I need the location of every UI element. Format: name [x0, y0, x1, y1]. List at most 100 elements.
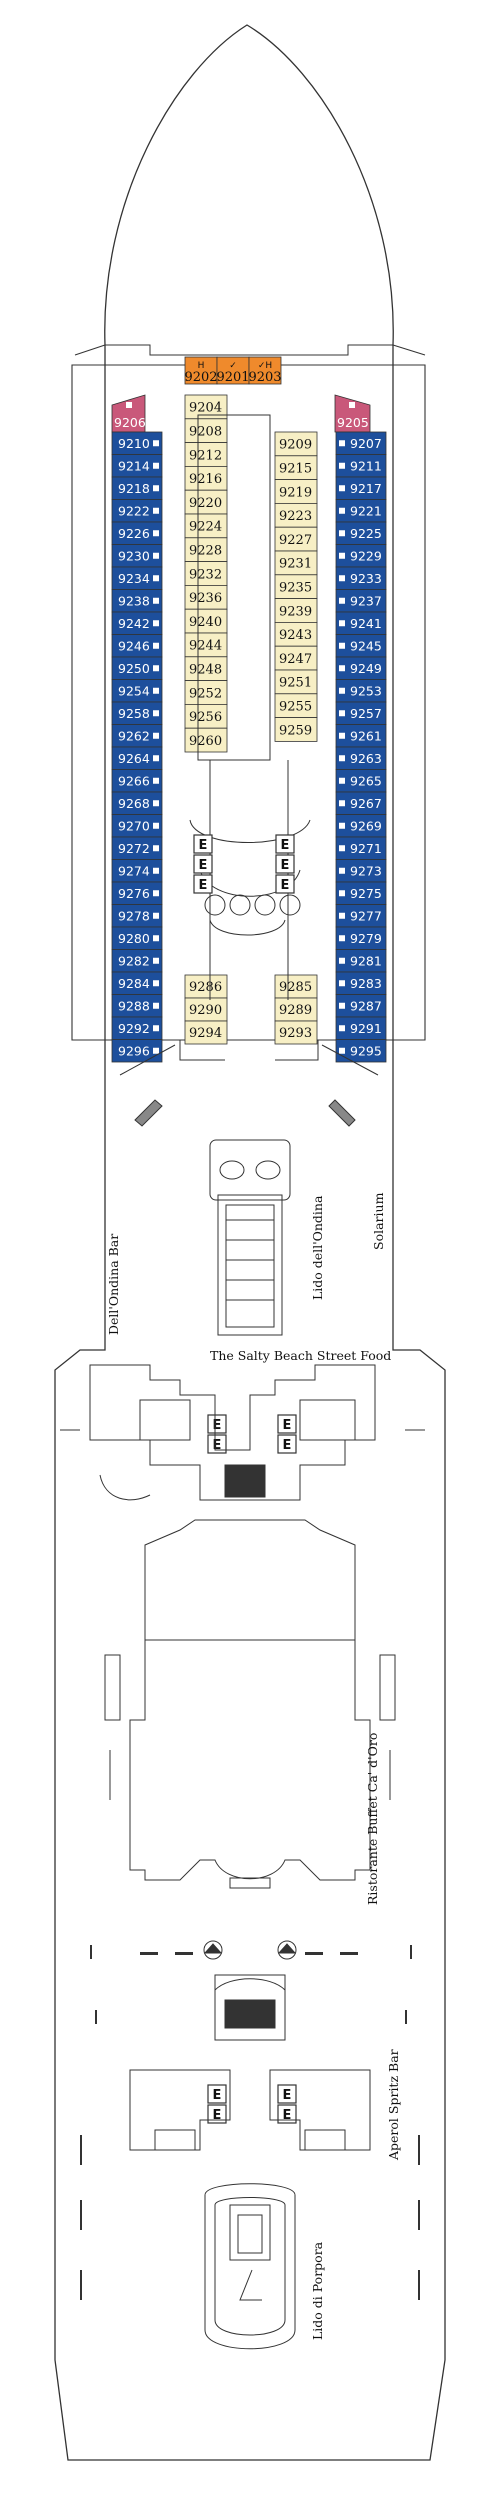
- cabin-9253[interactable]: 9253: [335, 679, 387, 703]
- cabin-9229[interactable]: 9229: [335, 544, 387, 568]
- cabin-9227[interactable]: 9227: [274, 526, 318, 552]
- cabin-9271[interactable]: 9271: [335, 836, 387, 860]
- cabin-9225[interactable]: 9225: [335, 521, 387, 545]
- cabin-9243[interactable]: 9243: [274, 622, 318, 647]
- cabin-9251[interactable]: 9251: [274, 669, 318, 695]
- cabin-9280[interactable]: 9280: [111, 926, 163, 950]
- cabin-9263[interactable]: 9263: [335, 746, 387, 770]
- cabin-9272[interactable]: 9272: [111, 836, 163, 860]
- cabin-9290[interactable]: 9290: [184, 997, 228, 1022]
- cabin-9256[interactable]: 9256: [184, 704, 228, 729]
- cabin-9257[interactable]: 9257: [335, 701, 387, 725]
- cabin-number: 9265: [350, 773, 382, 788]
- cabin-9286[interactable]: 9286: [184, 974, 228, 999]
- cabin-9293[interactable]: 9293: [274, 1020, 318, 1045]
- cabin-9228[interactable]: 9228: [184, 537, 228, 562]
- cabin-9218[interactable]: 9218: [111, 476, 163, 500]
- cabin-9241[interactable]: 9241: [335, 611, 387, 635]
- cabin-9207[interactable]: 9207: [335, 431, 387, 455]
- cabin-9224[interactable]: 9224: [184, 513, 228, 539]
- cabin-9245[interactable]: 9245: [335, 634, 387, 658]
- cabin-9201[interactable]: ✓9201: [216, 356, 250, 385]
- cabin-9222[interactable]: 9222: [111, 499, 163, 523]
- cabin-9208[interactable]: 9208: [184, 418, 228, 443]
- cabin-9252[interactable]: 9252: [184, 680, 228, 705]
- cabin-9211[interactable]: 9211: [335, 454, 387, 478]
- cabin-9268[interactable]: 9268: [111, 791, 163, 815]
- cabin-9244[interactable]: 9244: [184, 632, 228, 658]
- cabin-9237[interactable]: 9237: [335, 589, 387, 613]
- cabin-9250[interactable]: 9250: [111, 656, 163, 680]
- cabin-9291[interactable]: 9291: [335, 1016, 387, 1040]
- cabin-9247[interactable]: 9247: [274, 645, 318, 671]
- elevator-label: E: [213, 2108, 222, 2123]
- cabin-9278[interactable]: 9278: [111, 904, 163, 928]
- cabin-9204[interactable]: 9204: [184, 394, 228, 420]
- cabin-9273[interactable]: 9273: [335, 859, 387, 883]
- cabin-9281[interactable]: 9281: [335, 949, 387, 973]
- cabin-9270[interactable]: 9270: [111, 814, 163, 838]
- cabin-9205[interactable]: 9205: [334, 394, 371, 433]
- cabin-9240[interactable]: 9240: [184, 608, 228, 634]
- cabin-9265[interactable]: 9265: [335, 769, 387, 793]
- cabin-9260[interactable]: 9260: [184, 727, 228, 753]
- cabin-9264[interactable]: 9264: [111, 746, 163, 770]
- cabin-9246[interactable]: 9246: [111, 634, 163, 658]
- cabin-9239[interactable]: 9239: [274, 598, 318, 623]
- cabin-9230[interactable]: 9230: [111, 544, 163, 568]
- cabin-9216[interactable]: 9216: [184, 465, 228, 491]
- cabin-9223[interactable]: 9223: [274, 502, 318, 528]
- cabin-9282[interactable]: 9282: [111, 949, 163, 973]
- cabin-9274[interactable]: 9274: [111, 859, 163, 883]
- cabin-9259[interactable]: 9259: [274, 717, 318, 742]
- cabin-9234[interactable]: 9234: [111, 566, 163, 590]
- cabin-9255[interactable]: 9255: [274, 693, 318, 718]
- cabin-9267[interactable]: 9267: [335, 791, 387, 815]
- cabin-9215[interactable]: 9215: [274, 455, 318, 480]
- cabin-9279[interactable]: 9279: [335, 926, 387, 950]
- cabin-9261[interactable]: 9261: [335, 724, 387, 748]
- cabin-9277[interactable]: 9277: [335, 904, 387, 928]
- cabin-9209[interactable]: 9209: [274, 431, 318, 457]
- cabin-9238[interactable]: 9238: [111, 589, 163, 613]
- cabin-9275[interactable]: 9275: [335, 881, 387, 905]
- cabin-9288[interactable]: 9288: [111, 994, 163, 1018]
- cabin-9294[interactable]: 9294: [184, 1020, 228, 1045]
- cabin-9219[interactable]: 9219: [274, 479, 318, 504]
- cabin-9220[interactable]: 9220: [184, 489, 228, 515]
- cabin-9232[interactable]: 9232: [184, 561, 228, 586]
- cabin-9254[interactable]: 9254: [111, 679, 163, 703]
- cabin-9285[interactable]: 9285: [274, 974, 318, 999]
- cabin-9210[interactable]: 9210: [111, 431, 163, 455]
- cabin-9258[interactable]: 9258: [111, 701, 163, 725]
- cabin-9248[interactable]: 9248: [184, 656, 228, 681]
- cabin-9231[interactable]: 9231: [274, 550, 318, 576]
- cabin-9292[interactable]: 9292: [111, 1016, 163, 1040]
- cabin-9233[interactable]: 9233: [335, 566, 387, 590]
- balcony-icon: [339, 845, 345, 852]
- cabin-9269[interactable]: 9269: [335, 814, 387, 838]
- cabin-9236[interactable]: 9236: [184, 585, 228, 610]
- cabin-9287[interactable]: 9287: [335, 994, 387, 1018]
- cabin-9214[interactable]: 9214: [111, 454, 163, 478]
- cabin-number: 9280: [118, 931, 150, 946]
- cabin-number: 9204: [189, 401, 222, 416]
- cabin-9295[interactable]: 9295: [335, 1039, 387, 1063]
- cabin-9283[interactable]: 9283: [335, 971, 387, 995]
- cabin-9242[interactable]: 9242: [111, 611, 163, 635]
- cabin-9276[interactable]: 9276: [111, 881, 163, 905]
- cabin-9262[interactable]: 9262: [111, 724, 163, 748]
- cabin-9217[interactable]: 9217: [335, 476, 387, 500]
- cabin-9266[interactable]: 9266: [111, 769, 163, 793]
- cabin-9212[interactable]: 9212: [184, 442, 228, 467]
- cabin-9235[interactable]: 9235: [274, 574, 318, 599]
- cabin-9221[interactable]: 9221: [335, 499, 387, 523]
- cabin-9249[interactable]: 9249: [335, 656, 387, 680]
- cabin-9289[interactable]: 9289: [274, 997, 318, 1022]
- cabin-9284[interactable]: 9284: [111, 971, 163, 995]
- cabin-9226[interactable]: 9226: [111, 521, 163, 545]
- cabin-9296[interactable]: 9296: [111, 1039, 163, 1063]
